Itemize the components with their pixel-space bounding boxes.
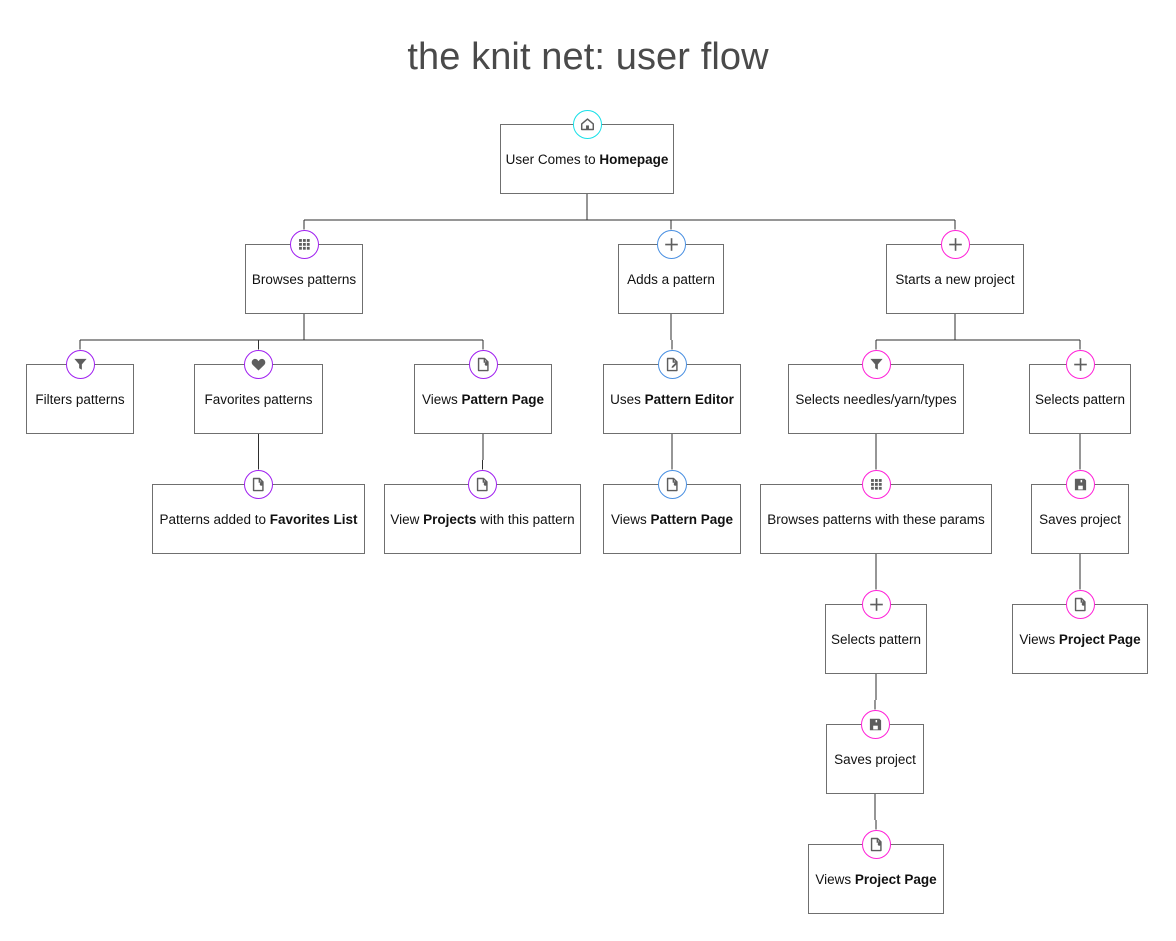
flow-node-label: Patterns added to Favorites List: [159, 511, 358, 527]
flow-node-n16[interactable]: Views Project Page: [1012, 604, 1148, 674]
flow-node-label: Starts a new project: [895, 271, 1015, 287]
page-icon: [1065, 589, 1095, 619]
filter-icon: [65, 349, 95, 379]
plus-icon: [1065, 349, 1095, 379]
page-icon: [468, 469, 497, 499]
filter-icon: [861, 349, 891, 379]
flow-node-label: Browses patterns: [251, 271, 357, 287]
page-icon: [657, 469, 687, 499]
flow-node-n17[interactable]: Saves project: [826, 724, 924, 794]
flow-node-n18[interactable]: Views Project Page: [808, 844, 944, 914]
save-icon: [860, 709, 890, 739]
flow-node-label: Selects needles/yarn/types: [795, 391, 957, 407]
page-title: the knit net: user flow: [407, 36, 769, 78]
plus-icon: [656, 229, 686, 259]
save-icon: [1065, 469, 1095, 499]
grid-icon: [861, 469, 891, 499]
flow-node-label: Views Project Page: [1019, 631, 1141, 647]
home-icon: [572, 109, 602, 139]
flow-node-label: Saves project: [1039, 511, 1121, 527]
flow-node-label: Filters patterns: [35, 391, 125, 407]
flow-node-label: Views Pattern Page: [610, 511, 734, 527]
flow-node-n3[interactable]: Starts a new project: [886, 244, 1024, 314]
flow-node-label: Saves project: [834, 751, 916, 767]
flow-node-label: View Projects with this pattern: [390, 511, 575, 527]
flow-node-label: Adds a pattern: [627, 271, 715, 287]
plus-icon: [861, 589, 891, 619]
flow-node-label: Selects pattern: [1034, 391, 1126, 407]
flow-node-label: Browses patterns with these params: [767, 511, 985, 527]
flow-node-label: Uses Pattern Editor: [610, 391, 734, 407]
page-edit-icon: [657, 349, 687, 379]
flow-node-label: Favorites patterns: [204, 391, 313, 407]
flow-node-n15[interactable]: Selects pattern: [825, 604, 927, 674]
page-icon: [468, 349, 498, 379]
plus-icon: [940, 229, 970, 259]
flow-node-label: Views Project Page: [815, 871, 937, 887]
flow-node-n7[interactable]: Uses Pattern Editor: [603, 364, 741, 434]
page-icon: [861, 829, 891, 859]
page-icon: [244, 469, 273, 499]
flow-node-label: User Comes to Homepage: [505, 151, 669, 167]
flow-node-label: Views Pattern Page: [421, 391, 545, 407]
heart-icon: [244, 349, 273, 379]
grid-icon: [289, 229, 319, 259]
flow-node-label: Selects pattern: [830, 631, 922, 647]
